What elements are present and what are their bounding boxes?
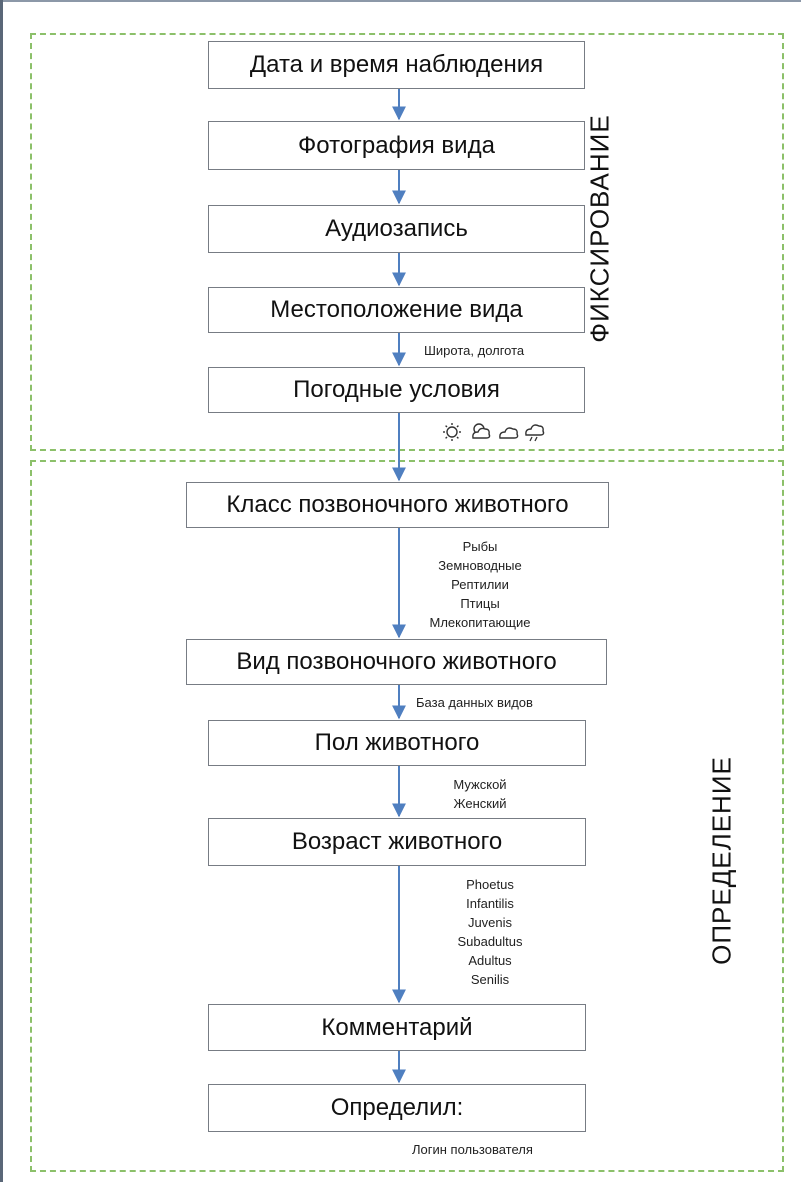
window-top-border (0, 0, 801, 2)
list-item: Рыбы (462, 539, 498, 554)
window-left-border (0, 0, 3, 1182)
list-item: Птицы (460, 596, 500, 611)
note-user-login: Логин пользователя (412, 1142, 533, 1157)
list-item: Adultus (468, 953, 512, 968)
note-sex-options: Мужской Женский (440, 775, 520, 813)
step-comment: Комментарий (208, 1004, 586, 1051)
step-animal-sex: Пол животного (208, 720, 586, 766)
step-identified-by: Определил: (208, 1084, 586, 1132)
list-item: Subadultus (457, 934, 523, 949)
step-audio: Аудиозапись (208, 205, 585, 253)
step-vertebrate-class: Класс позвоночного животного (186, 482, 609, 528)
list-item: Млекопитающие (429, 615, 531, 630)
rain-cloud-icon (525, 424, 545, 442)
section-identification (30, 460, 784, 1172)
note-age-classes: Phoetus Infantilis Juvenis Subadultus Ad… (440, 875, 540, 989)
step-animal-age: Возраст животного (208, 818, 586, 866)
list-item: Женский (453, 796, 507, 811)
step-location: Местоположение вида (208, 287, 585, 333)
note-species-database: База данных видов (416, 695, 533, 710)
step-vertebrate-species: Вид позвоночного животного (186, 639, 607, 685)
step-weather: Погодные условия (208, 367, 585, 413)
list-item: Мужской (453, 777, 507, 792)
list-item: Senilis (470, 972, 510, 987)
note-coordinates: Широта, долгота (424, 343, 525, 358)
sun-icon (443, 423, 461, 441)
list-item: Рептилии (451, 577, 509, 592)
list-item: Phoetus (466, 877, 514, 892)
sun-cloud-icon (472, 423, 491, 439)
section-fixation (30, 33, 784, 451)
step-date-time: Дата и время наблюдения (208, 41, 585, 89)
list-item: Infantilis (466, 896, 514, 911)
list-item: Juvenis (467, 915, 513, 930)
list-item: Земноводные (438, 558, 522, 573)
cloud-icon (499, 427, 519, 439)
step-photo: Фотография вида (208, 121, 585, 170)
note-vertebrate-classes: Рыбы Земноводные Рептилии Птицы Млекопит… (420, 537, 540, 632)
